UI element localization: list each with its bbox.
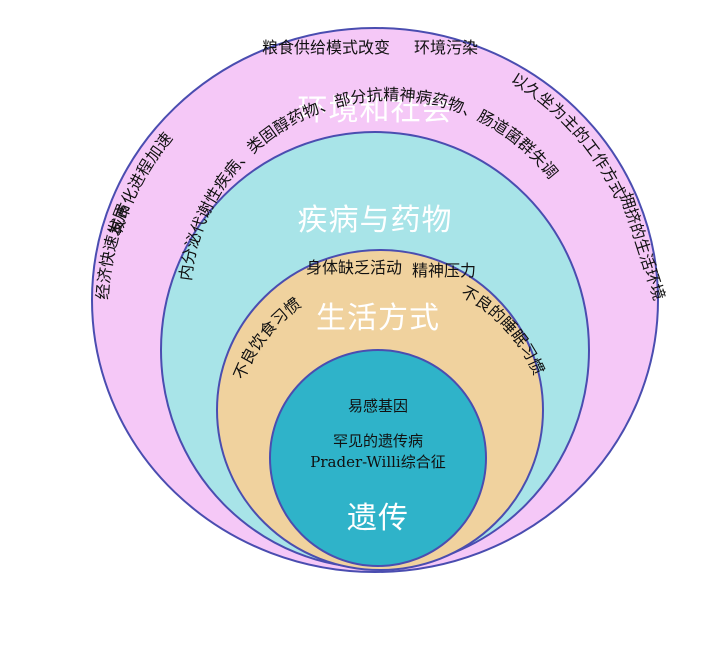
genetic-title: 遗传 xyxy=(347,501,409,536)
lifestyle-item-inactivity: 身体缺乏活动 xyxy=(306,258,402,277)
genetic-layer: 易感基因 罕见的遗传病 Prader-Willi综合征 遗传 xyxy=(269,349,487,567)
environment-item-pollution: 环境污染 xyxy=(414,38,478,57)
genetic-circle xyxy=(269,349,487,567)
disease-drugs-title: 疾病与药物 xyxy=(298,203,453,238)
lifestyle-title: 生活方式 xyxy=(316,301,440,336)
genetic-item-genes: 易感基因 xyxy=(348,397,408,415)
environment-item-food: 粮食供给模式改变 xyxy=(262,38,390,57)
environment-title: 环境和社会 xyxy=(298,93,453,128)
lifestyle-item-stress: 精神压力 xyxy=(412,261,476,280)
genetic-item-prader-willi: Prader-Willi综合征 xyxy=(310,453,445,471)
genetic-item-rare-disease: 罕见的遗传病 xyxy=(333,432,423,450)
